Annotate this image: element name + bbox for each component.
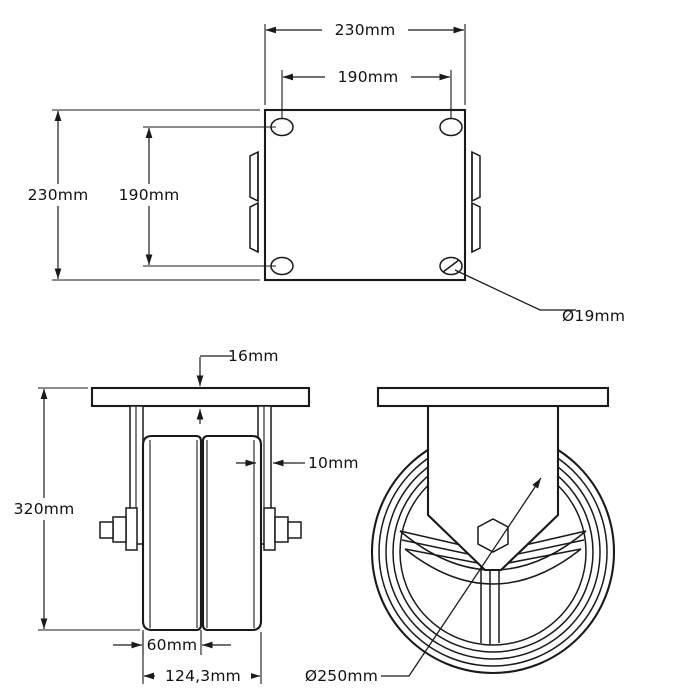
dim-label-plate-width: 230mm — [335, 21, 396, 39]
callout-bolt-hole-diameter: Ø19mm — [454, 269, 625, 325]
dim-plate-width-230: 230mm — [264, 19, 466, 105]
dim-overall-width-124: 124,3mm — [142, 632, 262, 687]
callout-wheel-diameter: Ø250mm — [305, 477, 542, 685]
top-plate-view: 230mm 190mm 230mm — [14, 19, 625, 325]
dim-overall-height-320: 320mm — [0, 387, 140, 631]
side-mounting-plate — [376, 386, 610, 408]
dim-plate-height-230: 230mm — [14, 109, 260, 281]
dim-label-plate-height: 230mm — [28, 186, 89, 204]
dim-hole-spacing-height-190: 190mm — [105, 126, 276, 267]
dim-label-fork-thickness: 10mm — [308, 454, 359, 472]
dim-label-wheel-diameter: Ø250mm — [305, 667, 378, 685]
dim-label-bolt-hole-diameter: Ø19mm — [562, 307, 625, 325]
dim-label-overall-width: 124,3mm — [165, 667, 241, 685]
front-mounting-plate — [90, 386, 311, 408]
dim-tread-width-60: 60mm — [113, 630, 231, 655]
dim-label-hole-spacing-width: 190mm — [338, 68, 399, 86]
wheel-front-body — [141, 434, 263, 632]
dim-label-hole-spacing-height: 190mm — [119, 186, 180, 204]
hex-axle-nut — [477, 518, 509, 553]
dim-label-overall-height: 320mm — [14, 500, 75, 518]
dim-hole-spacing-width-190: 190mm — [281, 66, 452, 118]
callout-plate-thickness-16: 16mm — [196, 347, 279, 424]
plate-side-tabs-right — [471, 150, 481, 254]
axle-bolt-left — [99, 507, 138, 551]
axle-bolt-right — [263, 507, 302, 551]
dim-label-tread-width: 60mm — [147, 636, 198, 654]
plate-side-tabs-left — [249, 150, 259, 254]
side-wheel-view: Ø250mm — [305, 386, 616, 685]
front-view: 16mm 10mm 320mm — [0, 347, 359, 687]
mounting-plate-outline — [263, 108, 467, 282]
mounting-hole-top-right — [439, 117, 463, 137]
callout-fork-thickness-10: 10mm — [236, 454, 359, 472]
dim-label-plate-thickness: 16mm — [228, 347, 279, 365]
